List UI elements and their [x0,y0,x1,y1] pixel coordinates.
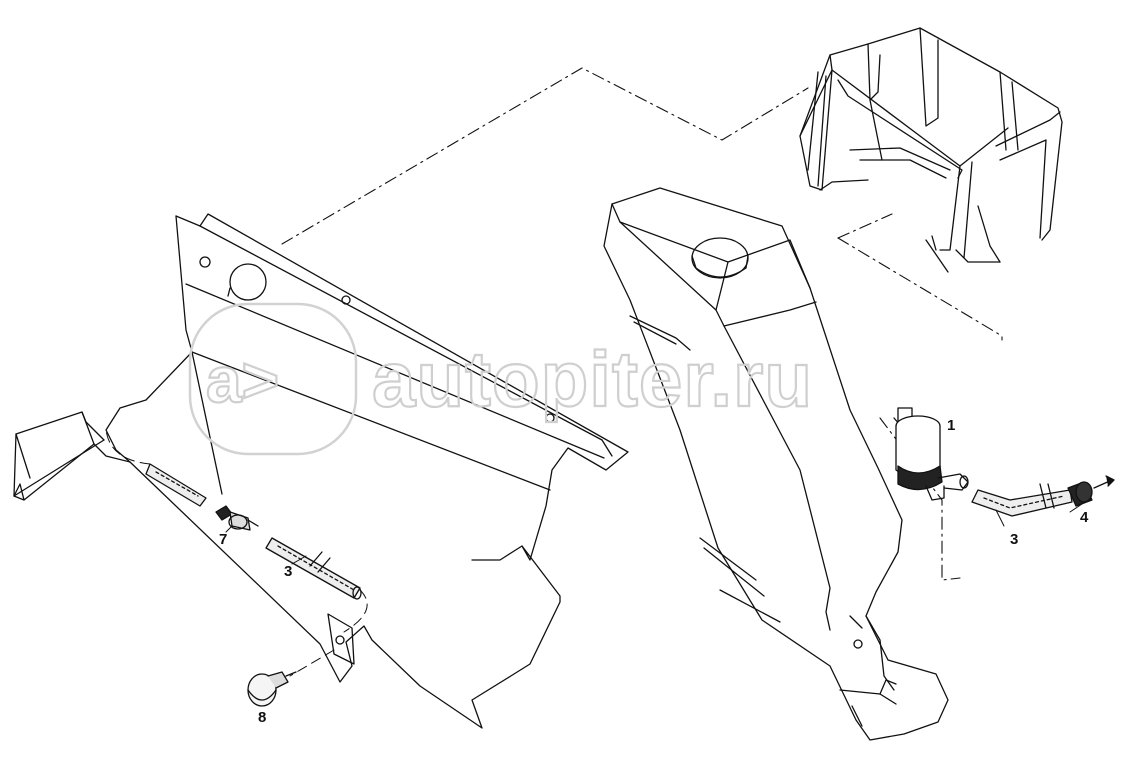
hose-routing [105,429,368,677]
check-valve [215,505,259,531]
callout-3-right: 3 [1010,531,1018,548]
watermark: a> autopiter.ru [188,302,813,456]
watermark-text: autopiter.ru [372,335,813,423]
callout-leaders [225,503,1083,565]
hose-right [971,483,1073,517]
washer-reservoir-tank [603,187,949,741]
watermark-symbol: a> [206,344,279,416]
callout-4: 4 [1080,509,1089,526]
mounting-bracket [13,213,629,729]
callout-1: 1 [947,417,955,434]
hose-connector [1067,475,1115,507]
callout-3-left: 3 [284,563,292,580]
washer-nozzle [247,671,297,707]
hose-left-upper [145,463,207,507]
hose-left-lower [265,537,362,600]
callout-labels: 1 3 4 3 7 8 [219,417,1089,726]
callout-7: 7 [219,531,227,548]
washer-pump [893,407,969,501]
callout-8: 8 [258,709,266,726]
cab-frame [799,27,1063,273]
